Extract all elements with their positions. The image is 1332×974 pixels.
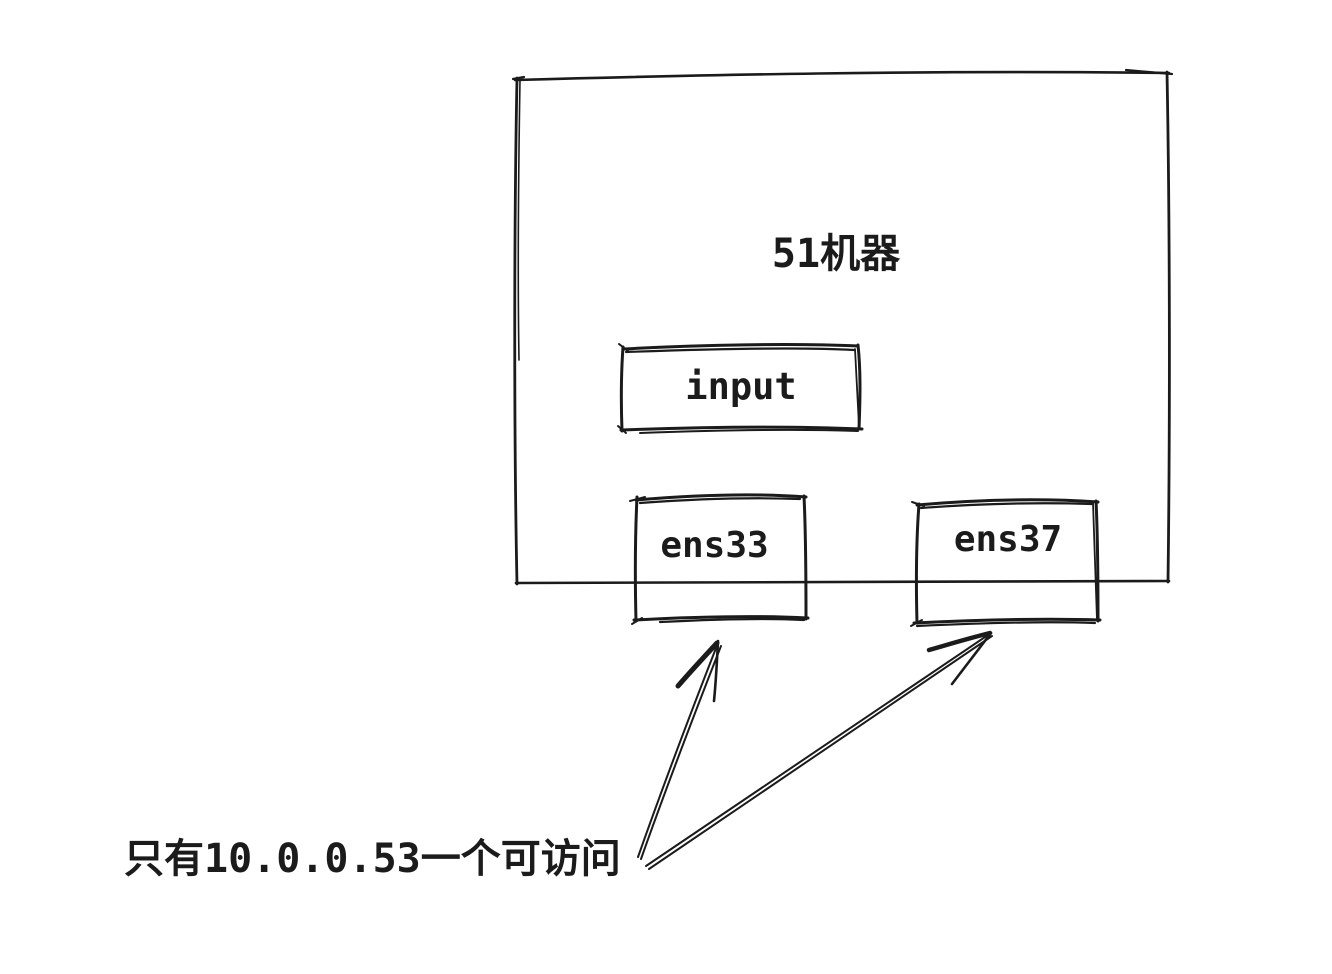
- annotation-text: 只有10.0.0.53一个可访问: [124, 836, 621, 882]
- machine-51-label: 51机器: [771, 231, 901, 277]
- ens33-box-label: ens33: [660, 525, 769, 567]
- ens33-box-outline: [629, 493, 810, 625]
- input-box-label: input: [685, 365, 797, 409]
- machine-51-box: [511, 68, 1174, 586]
- ens37-box-label: ens37: [953, 519, 1063, 561]
- arrow-to-ens33: [637, 639, 722, 860]
- input-box-outline: [617, 343, 864, 434]
- ens37-box-outline: [910, 498, 1102, 628]
- arrow-to-ens37: [645, 630, 993, 870]
